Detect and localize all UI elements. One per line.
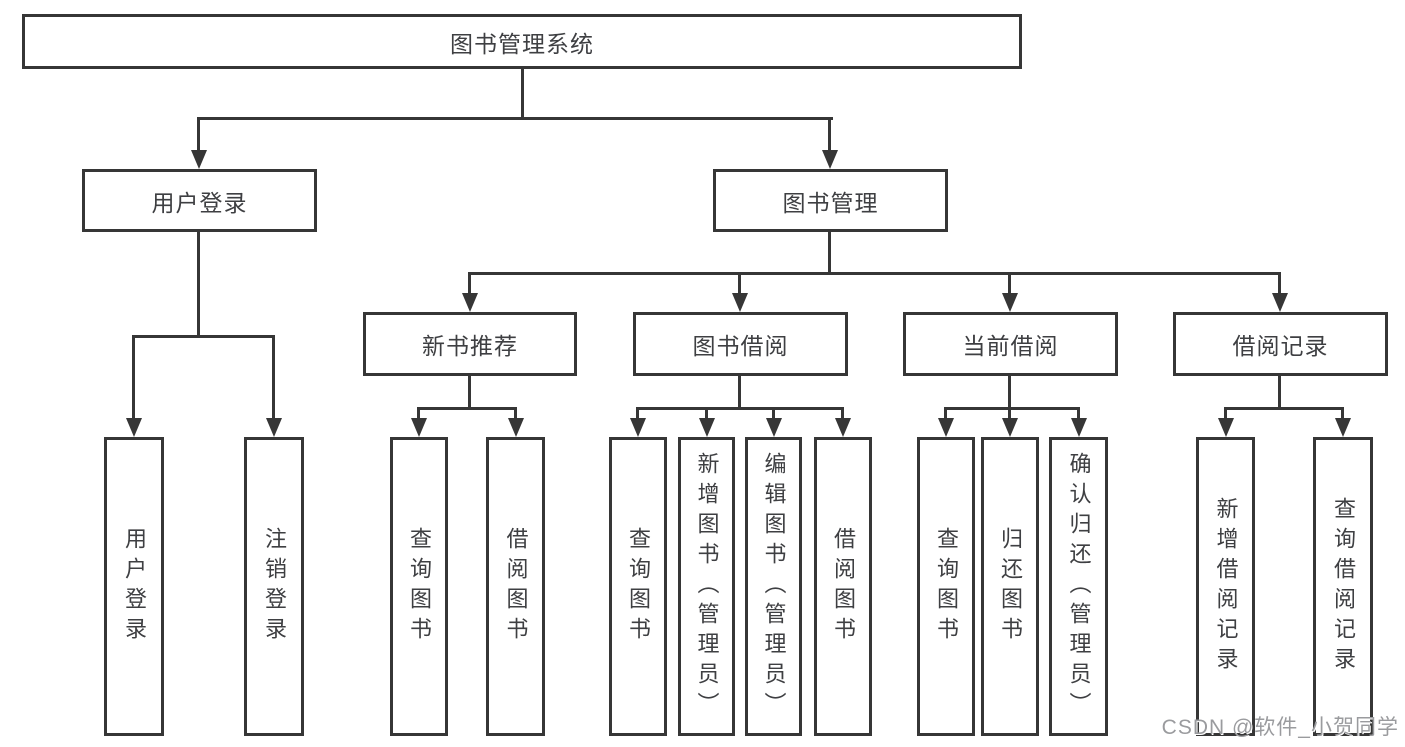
connector-line	[468, 272, 1281, 275]
connector-line	[197, 117, 833, 120]
leaf-label: 确认归还（管理员）	[1066, 451, 1092, 722]
node-root-library-system: 图书管理系统	[22, 14, 1022, 69]
leaf-confirm-return-admin: 确认归还（管理员）	[1049, 437, 1108, 736]
leaf-label: 新增图书（管理员）	[694, 451, 720, 722]
leaf-label: 查询图书	[934, 526, 959, 647]
connector-line	[1341, 407, 1344, 423]
arrowhead-down-icon	[1272, 293, 1288, 312]
connector-line	[132, 335, 275, 338]
connector-line	[514, 407, 517, 423]
leaf-query-book-current: 查询图书	[917, 437, 975, 736]
leaf-label: 新增借阅记录	[1213, 496, 1239, 677]
node-new-book-recommend: 新书推荐	[363, 312, 577, 376]
connector-line	[772, 407, 775, 423]
arrowhead-down-icon	[1218, 418, 1234, 437]
connector-line	[1008, 407, 1011, 423]
connector-line	[828, 117, 831, 155]
arrowhead-down-icon	[191, 150, 207, 169]
arrowhead-down-icon	[699, 418, 715, 437]
node-label: 图书管理	[782, 189, 879, 216]
connector-line	[1008, 272, 1011, 298]
leaf-user-login: 用户登录	[104, 437, 164, 736]
connector-line	[1278, 272, 1281, 298]
node-label: 当前借阅	[962, 333, 1059, 359]
arrowhead-down-icon	[1002, 293, 1018, 312]
connector-line	[828, 232, 831, 275]
leaf-label: 借阅图书	[503, 526, 529, 647]
node-label: 图书管理系统	[450, 30, 594, 57]
node-book-management: 图书管理	[713, 169, 948, 232]
connector-line	[417, 407, 517, 410]
leaf-label: 编辑图书（管理员）	[761, 451, 787, 722]
leaf-logout: 注销登录	[244, 437, 304, 736]
connector-line	[272, 335, 275, 423]
arrowhead-down-icon	[1335, 418, 1351, 437]
leaf-query-book-borrow: 查询图书	[609, 437, 667, 736]
arrowhead-down-icon	[126, 418, 142, 437]
leaf-label: 用户登录	[122, 526, 147, 647]
connector-line	[197, 117, 200, 155]
leaf-add-borrow-record: 新增借阅记录	[1196, 437, 1255, 736]
arrowhead-down-icon	[766, 418, 782, 437]
connector-line	[944, 407, 1080, 410]
leaf-label: 查询图书	[407, 526, 432, 647]
leaf-label: 查询借阅记录	[1331, 496, 1356, 677]
connector-line	[944, 407, 947, 423]
leaf-label: 借阅图书	[831, 526, 856, 647]
connector-line	[1224, 407, 1227, 423]
leaf-query-borrow-record: 查询借阅记录	[1313, 437, 1373, 736]
csdn-watermark: CSDN @软件_小贺同学	[1161, 716, 1399, 739]
connector-line	[738, 272, 741, 298]
arrowhead-down-icon	[732, 293, 748, 312]
arrowhead-down-icon	[462, 293, 478, 312]
connector-line	[705, 407, 708, 423]
leaf-return-book: 归还图书	[981, 437, 1039, 736]
leaf-add-book-admin: 新增图书（管理员）	[678, 437, 735, 736]
connector-line	[636, 407, 639, 423]
leaf-label: 注销登录	[262, 526, 287, 647]
connector-line	[1224, 407, 1344, 410]
node-borrow-records: 借阅记录	[1173, 312, 1388, 376]
arrowhead-down-icon	[266, 418, 282, 437]
arrowhead-down-icon	[508, 418, 524, 437]
connector-line	[468, 272, 471, 298]
node-book-borrow: 图书借阅	[633, 312, 848, 376]
connector-line	[1278, 376, 1281, 410]
node-label: 图书借阅	[692, 333, 789, 359]
connector-line	[1077, 407, 1080, 423]
arrowhead-down-icon	[938, 418, 954, 437]
connector-line	[521, 68, 524, 120]
arrowhead-down-icon	[822, 150, 838, 169]
leaf-query-book-recommend: 查询图书	[390, 437, 448, 736]
arrowhead-down-icon	[411, 418, 427, 437]
leaf-label: 查询图书	[626, 526, 651, 647]
node-label: 借阅记录	[1232, 333, 1329, 359]
leaf-borrow-book-recommend: 借阅图书	[486, 437, 545, 736]
connector-line	[636, 407, 844, 410]
node-current-borrow: 当前借阅	[903, 312, 1118, 376]
connector-line	[132, 335, 135, 423]
arrowhead-down-icon	[835, 418, 851, 437]
connector-line	[197, 232, 200, 338]
arrowhead-down-icon	[1002, 418, 1018, 437]
node-label: 用户登录	[151, 189, 248, 216]
connector-line	[1008, 376, 1011, 410]
leaf-label: 归还图书	[998, 526, 1023, 647]
node-user-login: 用户登录	[82, 169, 317, 232]
arrowhead-down-icon	[630, 418, 646, 437]
connector-line	[468, 376, 471, 410]
node-label: 新书推荐	[422, 333, 518, 359]
leaf-borrow-book: 借阅图书	[814, 437, 872, 736]
connector-line	[841, 407, 844, 423]
arrowhead-down-icon	[1071, 418, 1087, 437]
connector-line	[738, 376, 741, 410]
leaf-edit-book-admin: 编辑图书（管理员）	[745, 437, 802, 736]
connector-line	[417, 407, 420, 423]
